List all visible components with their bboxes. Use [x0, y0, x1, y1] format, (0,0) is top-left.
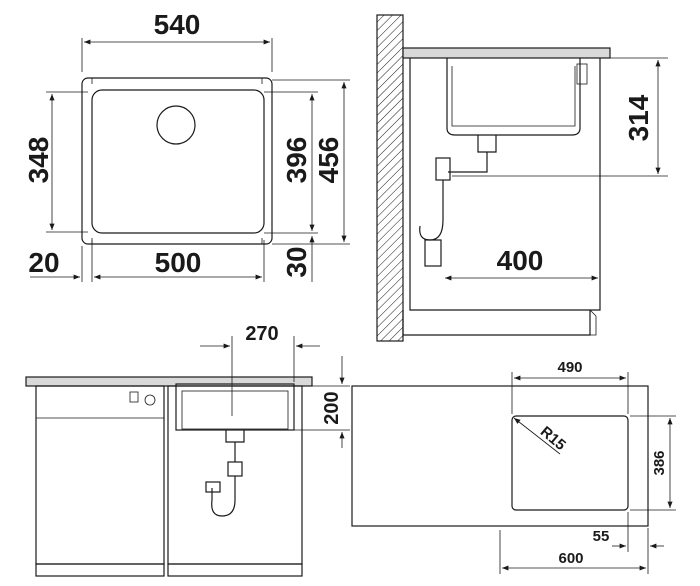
dim-corner-radius: R15 — [537, 423, 569, 454]
dim-drain-distance: 400 — [497, 245, 544, 276]
top-view: 540 348 396 456 20 500 30 — [23, 9, 350, 282]
wall — [376, 14, 404, 342]
dim-front-margin: 30 — [281, 246, 312, 277]
drain-outlet — [477, 135, 497, 153]
control-dial — [144, 394, 156, 406]
countertop — [402, 47, 611, 59]
bowl-rim — [576, 63, 588, 85]
drain-front — [225, 430, 245, 443]
overflow-pipe — [448, 152, 488, 173]
dim-edge-offset: 55 — [593, 528, 610, 545]
left-cabinet — [35, 385, 165, 565]
countertop-front — [25, 376, 313, 387]
dim-drain-offset: 270 — [245, 323, 278, 345]
cabinet-side — [409, 58, 601, 311]
sink-bowl-outline — [91, 89, 265, 234]
sink-plinth — [167, 563, 303, 577]
cutout-outline — [511, 415, 629, 511]
bowl-inner — [451, 66, 576, 127]
dim-cutout-depth: 386 — [651, 450, 668, 475]
sink-cabinet — [167, 385, 303, 565]
trap-bottom — [424, 239, 442, 267]
drain-hole — [156, 105, 196, 145]
cabinet-plinth — [589, 309, 597, 336]
dim-inner-depth: 348 — [23, 137, 54, 184]
dim-margin: 20 — [28, 247, 59, 278]
cabinet-base — [402, 310, 591, 336]
dim-cutout-width: 490 — [557, 359, 582, 376]
control-knob — [129, 391, 139, 403]
trap-bend-front — [211, 488, 236, 517]
bowl-side — [446, 58, 581, 136]
dim-outer-depth-inner: 396 — [281, 137, 312, 184]
side-view: 314 400 — [376, 14, 668, 342]
trap-cap-front — [205, 481, 221, 493]
dim-cabinet-width: 600 — [558, 550, 583, 567]
sink-outer-outline — [81, 77, 273, 245]
mounting-notches — [91, 78, 263, 244]
dim-bowl-depth: 314 — [623, 94, 654, 141]
dim-outer-depth: 456 — [313, 137, 344, 184]
countertop-outline — [351, 385, 649, 527]
dim-cabinet-height: 200 — [321, 391, 343, 424]
radius-leader — [513, 417, 561, 455]
trap-fitting — [435, 157, 451, 181]
trap-fitting-front — [227, 461, 243, 477]
left-plinth — [35, 563, 165, 577]
dim-inner-width: 500 — [155, 247, 202, 278]
trap-bend — [419, 219, 444, 241]
sink-bowl-inner — [181, 390, 289, 430]
dim-outer-width: 540 — [154, 9, 201, 40]
cutout-view: R15 490 386 55 600 — [351, 359, 676, 574]
sink-bowl-front — [175, 383, 295, 431]
front-view: 270 200 — [25, 323, 350, 577]
